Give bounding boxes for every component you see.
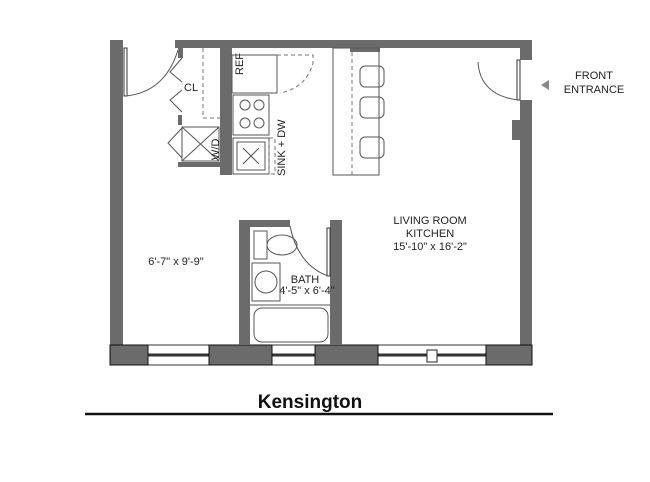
- bath-sink: [254, 270, 278, 294]
- sink-dw-label: SINK + DW: [276, 119, 288, 176]
- closet-label: CL: [184, 82, 198, 94]
- front-door: [477, 59, 549, 101]
- stool: [359, 65, 385, 88]
- closet-entry-door: [123, 47, 179, 97]
- toilet: [253, 230, 268, 260]
- plan-title: Kensington: [258, 392, 363, 413]
- refrigerator: [231, 54, 314, 94]
- bathroom: [239, 220, 342, 345]
- living-room-size: 15'-10" x 16'-2": [393, 241, 467, 253]
- ref-label: REF: [234, 53, 246, 75]
- front-entrance-label: FRONT: [575, 70, 613, 82]
- sink: [232, 137, 276, 175]
- bath-size: 4'-5" x 6'-4": [279, 285, 335, 297]
- kitchen-wall: [220, 48, 232, 175]
- wd-label: W/D: [210, 139, 222, 160]
- sleeping-area-size: 6'-7" x 9'-9": [148, 256, 204, 268]
- stove: [232, 94, 270, 136]
- bar-counter: [332, 47, 385, 176]
- kitchen-label: KITCHEN: [406, 228, 454, 240]
- bathtub: [253, 307, 329, 343]
- closet: [167, 48, 220, 167]
- stool: [359, 96, 385, 119]
- front-entrance-label-2: ENTRANCE: [564, 84, 625, 96]
- exterior-walls: [110, 40, 532, 365]
- living-room-label: LIVING ROOM: [393, 215, 466, 227]
- bath-label: BATH: [291, 274, 320, 286]
- window-wall: [109, 344, 533, 366]
- entrance-arrow-icon: [541, 80, 549, 90]
- stool: [359, 136, 385, 159]
